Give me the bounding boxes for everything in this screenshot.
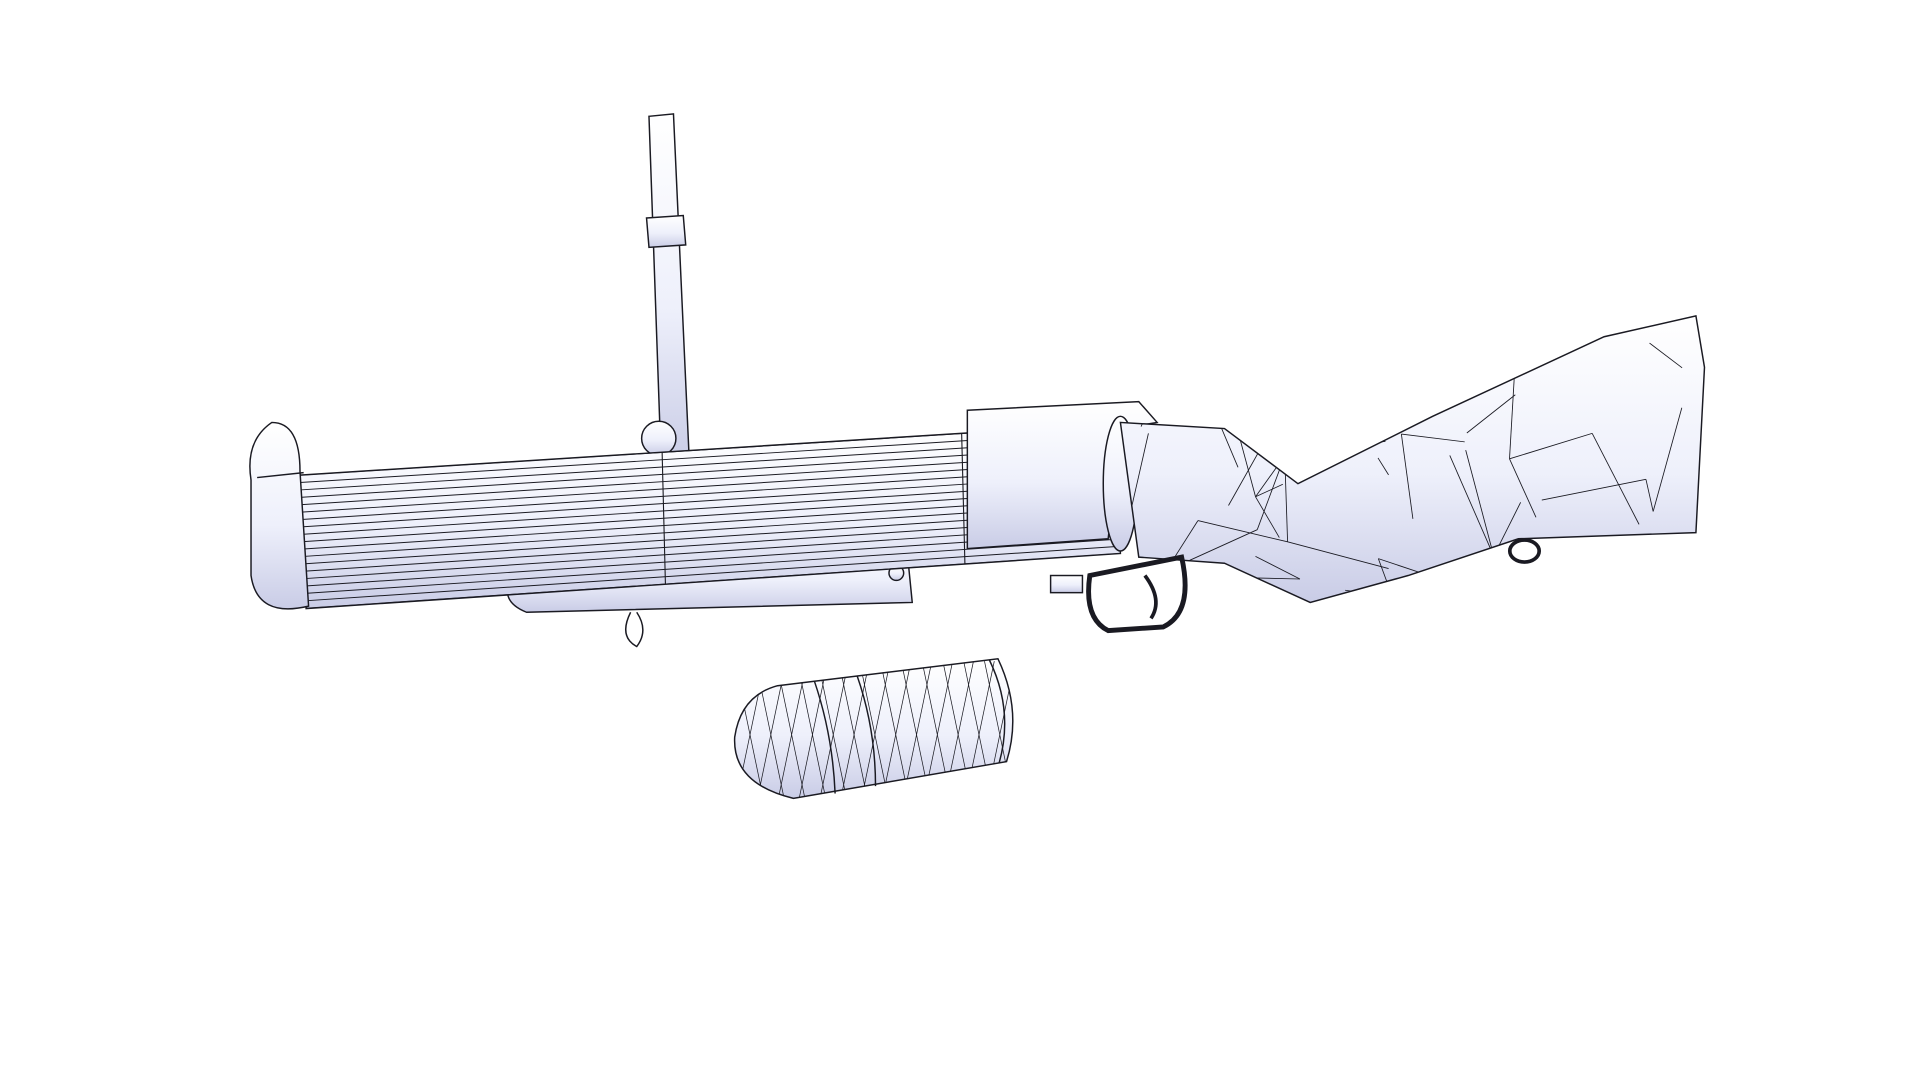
mesh-edge <box>1396 327 1412 382</box>
mesh-edge <box>1377 457 1389 476</box>
mesh-edge <box>775 661 808 799</box>
mesh-edge <box>1316 377 1359 412</box>
grenade-round <box>733 657 1014 800</box>
mesh-edge <box>1229 401 1323 436</box>
mesh-edge <box>817 661 849 799</box>
mesh-edge <box>1310 416 1386 442</box>
mesh-edge <box>1541 478 1647 501</box>
mesh-edge <box>1170 359 1276 383</box>
mesh-edge <box>1400 434 1414 519</box>
mesh-edge <box>1645 479 1654 512</box>
trigger-guard <box>1086 554 1188 634</box>
mesh-edge <box>1310 414 1328 418</box>
mesh-edge <box>1649 342 1683 369</box>
mesh-edge <box>1449 455 1495 557</box>
mesh-edge <box>1652 407 1683 512</box>
mesh-edge <box>1282 380 1324 417</box>
sling-swivel-rear <box>1507 538 1542 564</box>
mesh-edge <box>1506 334 1519 362</box>
mesh-edge <box>1509 458 1537 518</box>
mesh-edge <box>1435 319 1447 395</box>
mesh-edge <box>1465 449 1495 557</box>
mesh-edge <box>300 552 1121 609</box>
mesh-edge <box>1401 433 1465 443</box>
mesh-edge <box>1255 496 1280 538</box>
mesh-edge <box>1322 327 1411 381</box>
mesh-edge <box>1316 410 1379 424</box>
mesh-edge <box>300 545 1121 602</box>
mesh-edge <box>838 661 870 799</box>
mesh-edge <box>1166 570 1174 603</box>
mesh-edge <box>1466 394 1516 434</box>
mesh-edge <box>1197 520 1288 543</box>
mesh-edge <box>1255 555 1301 580</box>
mesh-edge <box>859 661 891 799</box>
mesh-edge <box>1305 318 1328 416</box>
leaf-sight <box>640 113 691 467</box>
mesh-edge <box>755 661 787 799</box>
mesh-edge <box>1382 380 1443 410</box>
mesh-edge <box>1170 373 1231 402</box>
mesh-edge <box>1287 541 1389 570</box>
safety <box>1049 574 1084 594</box>
mesh-edge <box>1323 379 1406 387</box>
stock <box>1119 315 1706 604</box>
mesh-edge <box>796 661 829 799</box>
mesh-edge <box>1509 432 1593 460</box>
mesh-edge <box>1275 379 1324 383</box>
mesh-edge <box>1591 433 1640 525</box>
grenade-launcher <box>249 113 1706 648</box>
mesh-edge <box>1255 483 1284 498</box>
mesh-edge <box>1255 381 1276 400</box>
trigger <box>1143 574 1158 620</box>
mesh-edge <box>1384 338 1437 395</box>
mesh-edge <box>1345 589 1441 603</box>
mesh-edge <box>1282 380 1383 417</box>
mesh-edge <box>1284 414 1328 457</box>
muzzle <box>249 421 310 610</box>
sling-swivel-front <box>625 611 644 648</box>
